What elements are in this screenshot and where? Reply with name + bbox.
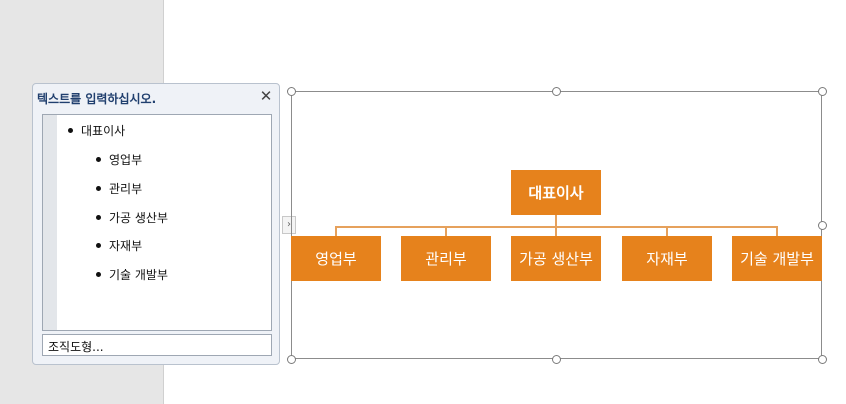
list-item[interactable]: 관리부 [95, 182, 143, 196]
smartart-text-pane: 텍스트를 입력하십시오. ✕ 대표이사 영업부 관리부 가공 생산부 자재부 기… [32, 83, 280, 365]
connector-line [666, 226, 668, 236]
connector-line [555, 226, 557, 236]
org-box-child[interactable]: 기술 개발부 [732, 236, 822, 281]
connector-line [445, 226, 447, 236]
connector-line [776, 226, 778, 236]
connector-line [335, 226, 337, 236]
close-icon[interactable]: ✕ [259, 87, 273, 105]
list-item[interactable]: 가공 생산부 [95, 211, 169, 225]
resize-handle-top-right[interactable] [818, 87, 827, 96]
text-pane-gutter [43, 115, 57, 330]
org-box-child[interactable]: 가공 생산부 [511, 236, 601, 281]
resize-handle-top-left[interactable] [287, 87, 296, 96]
org-box-child[interactable]: 자재부 [622, 236, 712, 281]
resize-handle-top[interactable] [552, 87, 561, 96]
resize-handle-bottom-right[interactable] [818, 355, 827, 364]
text-pane-bullet-list[interactable]: 대표이사 영업부 관리부 가공 생산부 자재부 기술 개발부 [42, 114, 272, 331]
text-pane-toggle-icon[interactable]: › [282, 216, 296, 234]
list-item[interactable]: 기술 개발부 [95, 268, 169, 282]
org-box-top[interactable]: 대표이사 [511, 170, 601, 215]
list-item-top[interactable]: 대표이사 [67, 124, 126, 138]
resize-handle-right[interactable] [818, 221, 827, 230]
org-box-child[interactable]: 관리부 [401, 236, 491, 281]
layout-name-link[interactable]: 조직도형... [42, 334, 272, 356]
text-pane-title: 텍스트를 입력하십시오. [37, 92, 157, 106]
org-box-child[interactable]: 영업부 [291, 236, 381, 281]
list-item[interactable]: 자재부 [95, 239, 143, 253]
resize-handle-bottom-left[interactable] [287, 355, 296, 364]
list-item[interactable]: 영업부 [95, 153, 143, 167]
resize-handle-bottom[interactable] [552, 355, 561, 364]
connector-line [555, 215, 557, 227]
